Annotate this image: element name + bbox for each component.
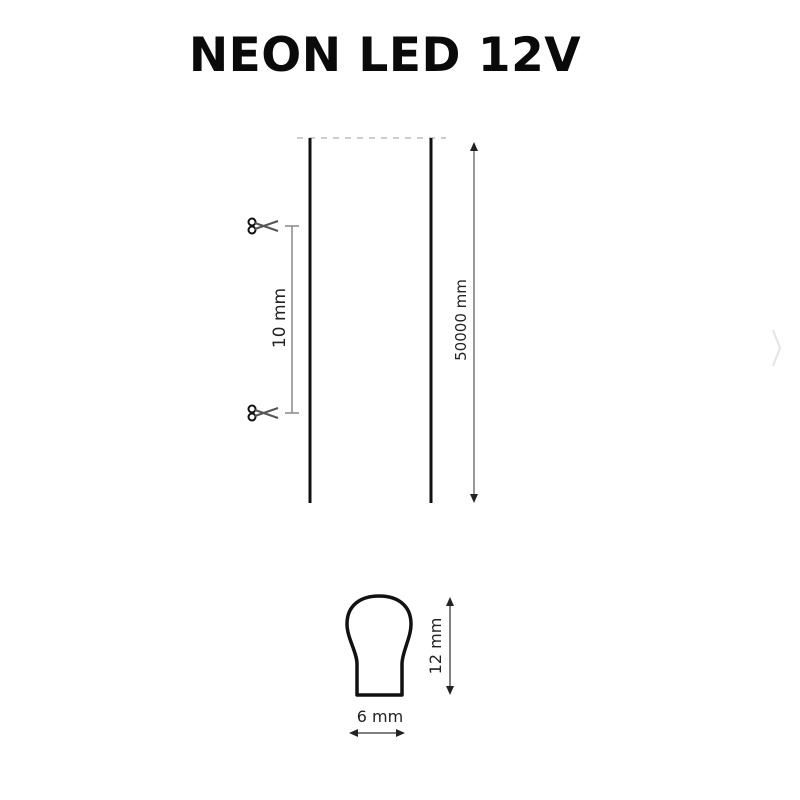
cross-section-profile [345, 594, 413, 697]
width-label: 6 mm [357, 707, 403, 726]
chevron-right-icon [772, 329, 782, 367]
scissors-icon [247, 217, 279, 235]
scissors-icon [247, 404, 279, 422]
width-dimension: 6 mm [349, 707, 405, 737]
cut-interval-label: 10 mm [270, 288, 290, 348]
cut-interval-dimension: 10 mm [270, 225, 299, 414]
page-title: NEON LED 12V [188, 28, 582, 83]
height-label: 12 mm [426, 618, 445, 675]
total-length-label: 50000 mm [452, 279, 470, 361]
total-length-dimension: 50000 mm [452, 142, 478, 503]
height-dimension: 12 mm [426, 597, 454, 695]
